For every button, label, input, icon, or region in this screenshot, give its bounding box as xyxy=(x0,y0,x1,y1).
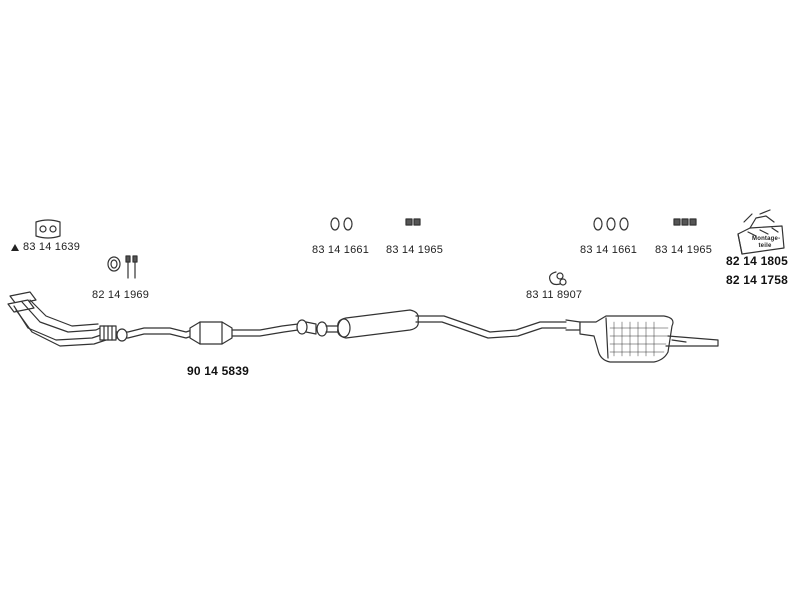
part-number-mounting-kit-2: 82 14 1758 xyxy=(726,273,789,287)
part-number-mounting-kit-1: 82 14 1805 xyxy=(726,254,789,268)
intermediate-flange xyxy=(296,319,347,337)
intermediate-pipe xyxy=(415,315,581,339)
part-number-pipe-clamp: 83 11 8907 xyxy=(526,289,583,301)
part-number-mounts-rear: 83 14 1965 xyxy=(655,244,713,256)
front-pipe-assembly xyxy=(99,325,193,342)
part-number-front-pipe: 90 14 5839 xyxy=(187,364,250,378)
center-silencer xyxy=(337,309,419,339)
mounting-kit-box-label: Montage-teile xyxy=(752,236,781,249)
rubber-mounts-rear-icon xyxy=(673,218,697,226)
part-number-clamps-rear: 83 14 1661 xyxy=(580,244,638,256)
catalytic-converter xyxy=(189,321,299,345)
gasket-ring-bolts-icon xyxy=(107,255,138,279)
mounting-kit-box-icon xyxy=(737,209,785,255)
part-number-flange-gasket: 83 14 1639 xyxy=(23,241,81,253)
exhaust-manifold-downpipe xyxy=(7,291,107,347)
rubber-mounts-front-icon xyxy=(405,218,421,226)
part-number-mounts-front: 83 14 1965 xyxy=(386,244,444,256)
pipe-clamps-rear-icon xyxy=(593,217,629,231)
rear-silencer xyxy=(579,315,719,363)
triangle-icon xyxy=(11,244,19,251)
pipe-clamps-front-icon xyxy=(330,217,353,231)
pipe-clamp-icon xyxy=(549,271,567,286)
part-number-clamps-front: 83 14 1661 xyxy=(312,244,370,256)
flange-gasket-icon xyxy=(35,219,61,239)
part-number-gasket-bolts: 82 14 1969 xyxy=(92,289,150,301)
